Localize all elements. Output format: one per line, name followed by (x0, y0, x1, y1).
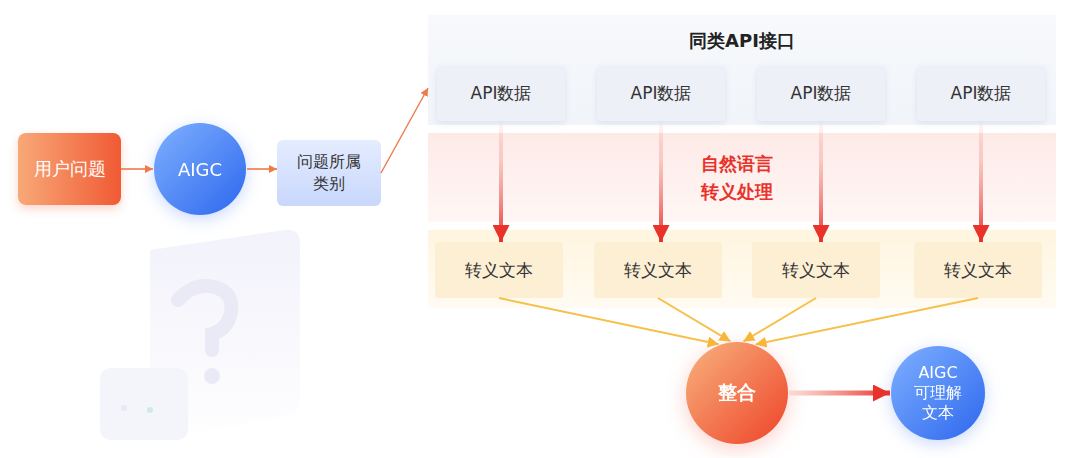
merge-circle: 整合 (685, 341, 789, 445)
arrow-connector (499, 298, 719, 344)
device-shape (100, 368, 188, 440)
node-text: 自然语言 转义处理 (695, 150, 779, 206)
node-text: API数据 (951, 82, 1012, 105)
arrow-connector (789, 391, 890, 396)
node-text: 转义文本 (782, 259, 850, 282)
node-text: 转义文本 (944, 259, 1012, 282)
arrow-connector (499, 121, 503, 242)
escaped-text-box: 转义文本 (752, 242, 880, 298)
device-dot (121, 405, 127, 411)
circle-fill (154, 123, 246, 215)
arrow-connector (247, 168, 277, 170)
node-text: 用户问题 (34, 157, 106, 181)
api-band: 同类API接口 API数据 API数据 API数据 API数据 (428, 15, 1056, 125)
aigc-circle: AIGC (153, 122, 247, 216)
escaped-text-box: 转义文本 (914, 242, 1042, 298)
circle-fill (686, 342, 788, 444)
node-text: AIGC (178, 159, 222, 180)
arrow-connector (659, 121, 663, 242)
device-dot (147, 407, 153, 413)
output-circle: AIGC 可理解 文本 (890, 345, 986, 441)
question-box: 用户问题 (18, 133, 121, 205)
node-text: 问题所属 类别 (293, 151, 365, 194)
question-illustration (100, 230, 300, 440)
arrow-connector (819, 121, 823, 242)
arrow-connector (658, 298, 731, 341)
yellow-band (428, 230, 1056, 308)
arrow-connector (381, 88, 428, 173)
node-text: 转义文本 (624, 259, 692, 282)
arrow-connector (743, 298, 816, 341)
question-dot (204, 368, 220, 384)
node-text: API数据 (471, 82, 532, 105)
node-text: API数据 (791, 82, 852, 105)
category-box: 问题所属 类别 (277, 140, 381, 206)
api-data-box: API数据 (597, 66, 725, 121)
process-band: 自然语言 转义处理 (428, 133, 1056, 222)
api-data-box: API数据 (437, 66, 565, 121)
node-text: 转义文本 (465, 259, 533, 282)
arrow-connector (979, 121, 983, 242)
api-data-box: API数据 (917, 66, 1045, 121)
node-text: 同类API接口 (689, 29, 795, 53)
escaped-text-box: 转义文本 (594, 242, 722, 298)
arrow-connector (755, 298, 978, 344)
node-text: API数据 (631, 82, 692, 105)
question-mark (178, 286, 232, 350)
node-text: 整合 (718, 380, 756, 406)
node-text: AIGC 可理解 文本 (910, 363, 966, 423)
escaped-text-box: 转义文本 (435, 242, 563, 298)
circle-fill (891, 346, 985, 440)
arrow-connector (121, 168, 153, 170)
api-data-box: API数据 (757, 66, 885, 121)
